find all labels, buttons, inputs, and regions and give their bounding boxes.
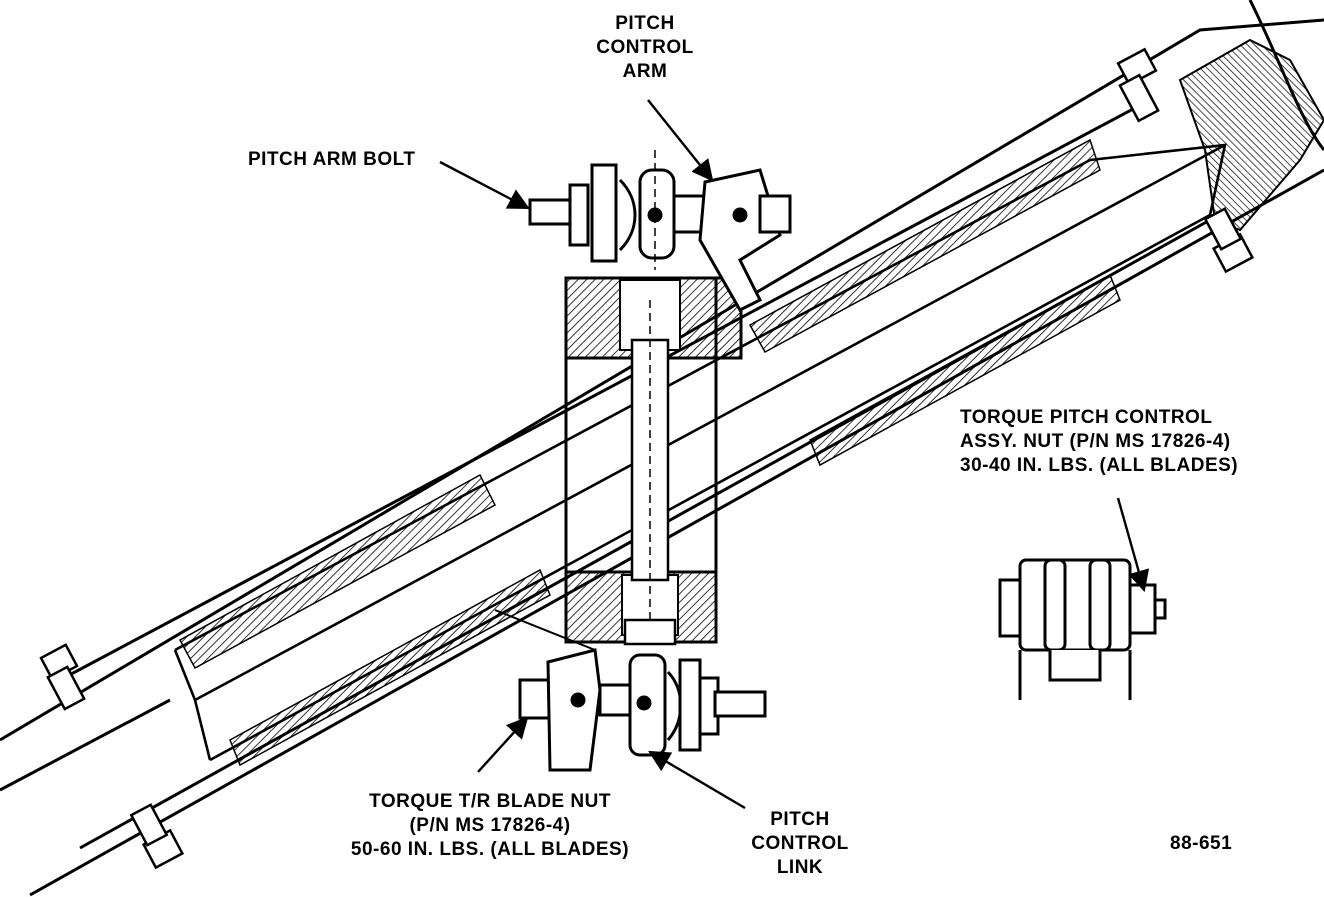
arrow-pitch-control-link [648, 750, 746, 810]
upper-pitch-arm-assembly [528, 150, 792, 312]
central-housing [564, 276, 743, 646]
lower-pitch-link-assembly [494, 609, 767, 772]
label-line: PITCH [615, 13, 675, 34]
label-line: ARM [622, 61, 668, 82]
label-pitch-control-arm: PITCH CONTROL ARM [585, 12, 705, 84]
fitting-lower-right [1203, 207, 1255, 274]
fitting-top-right [1116, 47, 1160, 123]
label-torque-tr-blade-nut: TORQUE T/R BLADE NUT (P/N MS 17826-4) 50… [300, 790, 680, 862]
label-torque-pitch-control-nut: TORQUE PITCH CONTROL ASSY. NUT (P/N MS 1… [960, 406, 1238, 478]
label-line: TORQUE T/R BLADE NUT [369, 791, 611, 812]
label-line: PITCH ARM BOLT [248, 149, 416, 170]
inset-nut-detail [998, 558, 1167, 700]
right-hub-hatch [1178, 38, 1324, 232]
label-line: 30-40 IN. LBS. (ALL BLADES) [960, 455, 1239, 476]
fitting-left-top [39, 643, 86, 711]
label-line: PITCH [770, 809, 830, 830]
arrow-torque-blade-nut [477, 716, 529, 773]
grease-fittings [39, 47, 1255, 870]
label-line: (P/N MS 17826-4) [409, 815, 571, 836]
label-line: LINK [776, 857, 824, 878]
label-line: CONTROL [751, 833, 849, 854]
label-line: 88-651 [1170, 833, 1233, 854]
arrow-torque-pitch-nut [1116, 497, 1150, 593]
arrow-pitch-control-arm [647, 99, 714, 182]
label-line: ASSY. NUT (P/N MS 17826-4) [960, 431, 1231, 452]
label-line: TORQUE PITCH CONTROL [960, 407, 1213, 428]
label-line: 50-60 IN. LBS. (ALL BLADES) [350, 839, 630, 860]
fitting-left-bottom [129, 803, 185, 870]
label-pitch-control-link: PITCH CONTROL LINK [740, 808, 860, 880]
label-line: CONTROL [596, 37, 694, 58]
sleeve-upper-hatch [178, 138, 1121, 767]
leader-arrows [439, 99, 1150, 810]
arrow-pitch-arm-bolt [439, 160, 530, 210]
figure-number: 88-651 [1170, 832, 1232, 856]
label-pitch-arm-bolt: PITCH ARM BOLT [248, 148, 415, 172]
